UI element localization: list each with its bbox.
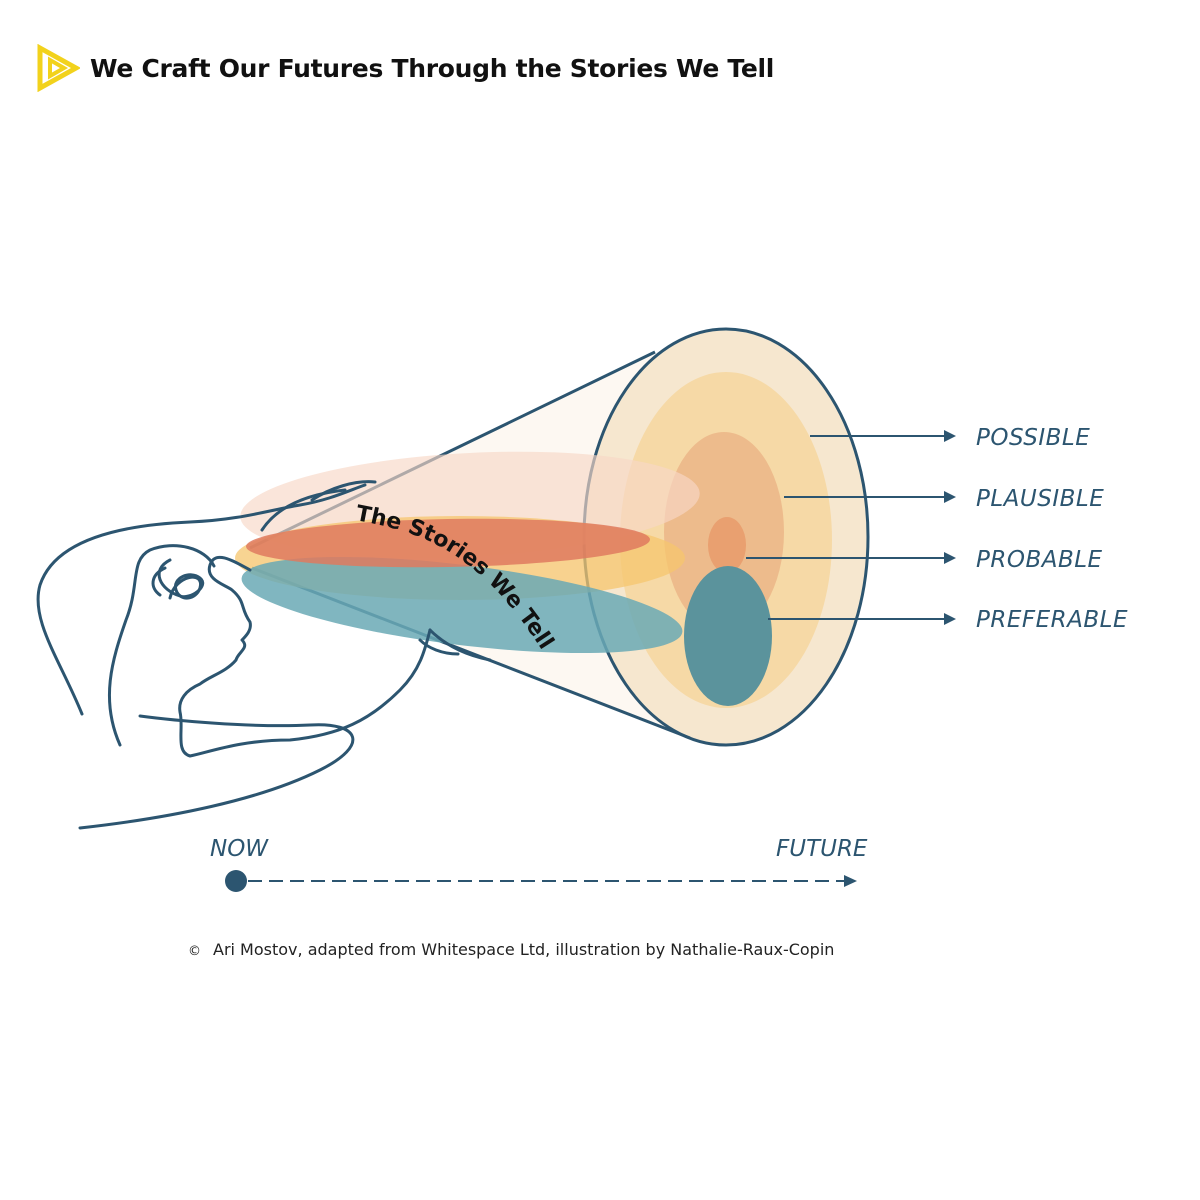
preferable-region xyxy=(684,566,772,706)
timeline-arrowhead xyxy=(844,875,857,887)
timeline-start-dot xyxy=(225,870,247,892)
person-illustration xyxy=(36,480,492,830)
timeline-future-label: FUTURE xyxy=(776,836,868,862)
beam-blue xyxy=(241,556,683,654)
outcome-arrowheads xyxy=(944,430,956,625)
credit-line: © Ari Mostov, adapted from Whitespace Lt… xyxy=(188,940,834,959)
credit-text: Ari Mostov, adapted from Whitespace Ltd,… xyxy=(213,940,835,959)
copyright-symbol: © xyxy=(188,944,201,959)
beam-red xyxy=(246,518,650,568)
outcome-label-plausible: PLAUSIBLE xyxy=(976,486,1104,512)
timeline-now-label: NOW xyxy=(210,836,269,862)
outcome-label-possible: POSSIBLE xyxy=(976,425,1090,451)
page-title: We Craft Our Futures Through the Stories… xyxy=(90,53,775,83)
header: We Craft Our Futures Through the Stories… xyxy=(36,44,774,92)
outcome-arrows xyxy=(746,435,948,620)
outcome-label-preferable: PREFERABLE xyxy=(976,607,1128,633)
probable-core xyxy=(708,517,746,573)
play-triangle-icon xyxy=(37,44,80,92)
outcome-label-probable: PROBABLE xyxy=(976,547,1103,573)
